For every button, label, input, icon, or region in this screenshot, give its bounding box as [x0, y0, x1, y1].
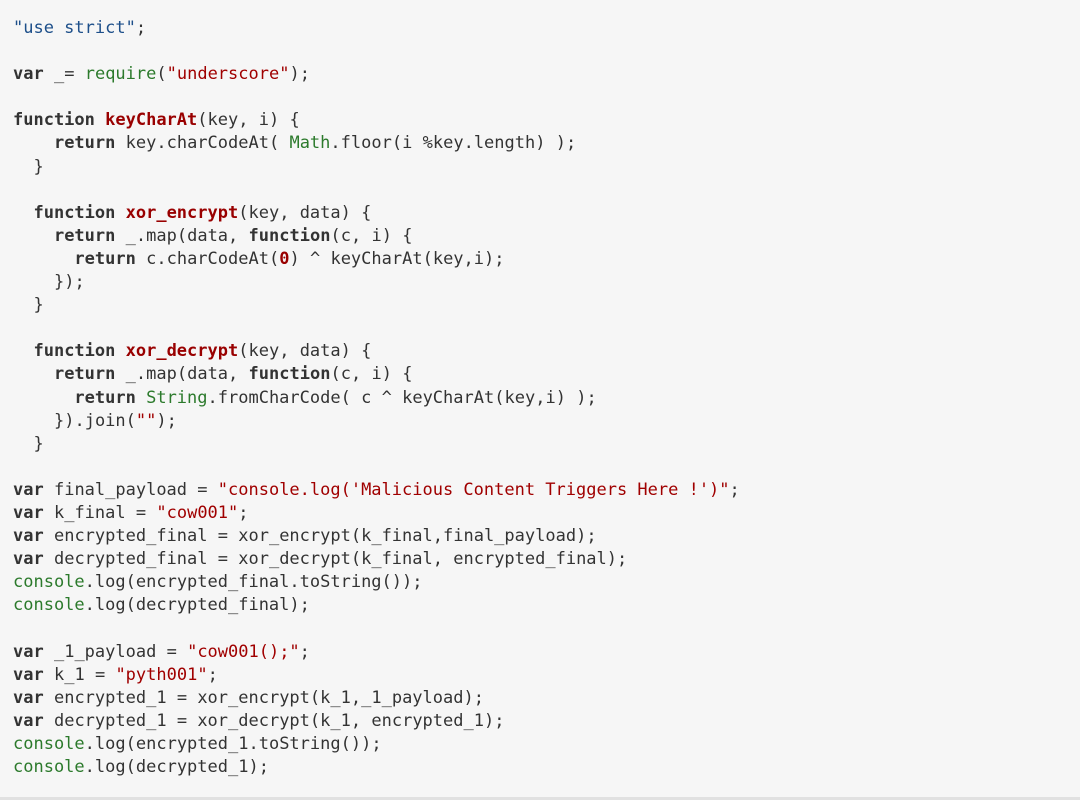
code-string: "console.log('Malicious Content Triggers…: [217, 479, 730, 500]
code-line: }: [33, 156, 44, 177]
code-line: "use strict";: [13, 18, 147, 38]
code-line: console.log(decrypted_final);: [13, 595, 310, 616]
code-line: return c.charCodeAt(0) ^ keyCharAt(key,i…: [74, 248, 505, 269]
code-keyword: return: [53, 133, 116, 154]
code-line: console.log(encrypted_final.toString());: [13, 572, 423, 593]
code-function-name: xor_encrypt: [125, 202, 239, 223]
code-keyword: var: [13, 687, 44, 708]
code-line: [13, 40, 1080, 63]
code-line: var decrypted_1 = xor_decrypt(k_1, encry…: [13, 710, 505, 731]
code-builtin: Math: [289, 133, 331, 154]
code-line: var encrypted_final = xor_encrypt(k_fina…: [13, 526, 597, 547]
code-keyword: var: [13, 64, 44, 85]
code-keyword: function: [248, 225, 331, 246]
code-string: "": [135, 410, 157, 431]
code-line: console.log(decrypted_1);: [13, 757, 269, 777]
code-keyword: return: [53, 364, 116, 385]
code-line: var k_final = "cow001";: [13, 502, 249, 523]
code-line: return _.map(data, function(c, i) {: [53, 225, 413, 246]
code-keyword: return: [53, 225, 116, 246]
code-line: var k_1 = "pyth001";: [13, 664, 218, 685]
code-line: function keyCharAt(key, i) {: [13, 110, 300, 131]
code-line: return key.charCodeAt( Math.floor(i %key…: [53, 133, 577, 154]
code-string: "pyth001": [115, 664, 208, 685]
code-string: "cow001": [156, 502, 239, 523]
code-line: var final_payload = "console.log('Malici…: [13, 479, 740, 500]
code-line: });: [53, 272, 85, 293]
code-keyword: var: [13, 526, 44, 547]
code-keyword: var: [13, 710, 44, 731]
code-line: return String.fromCharCode( c ^ keyCharA…: [74, 387, 597, 408]
code-builtin: console: [13, 595, 85, 616]
code-builtin: console: [13, 572, 85, 593]
code-line: [13, 617, 1080, 640]
code-string: "cow001();": [187, 641, 300, 662]
code-builtin: String: [146, 387, 208, 408]
code-keyword: return: [74, 248, 136, 269]
code-builtin: console: [13, 733, 85, 754]
code-keyword: var: [13, 502, 44, 523]
code-keyword: var: [13, 641, 44, 662]
code-keyword: var: [13, 479, 44, 500]
code-line: }: [33, 433, 44, 454]
code-line: [13, 317, 1080, 340]
code-line: function xor_decrypt(key, data) {: [33, 341, 372, 362]
code-string: "use strict": [13, 18, 136, 38]
code-line: return _.map(data, function(c, i) {: [53, 364, 413, 385]
code-line: }).join("");: [53, 410, 177, 431]
code-line: [13, 179, 1080, 202]
code-keyword: return: [74, 387, 136, 408]
code-number: 0: [279, 248, 290, 269]
code-line: }: [33, 295, 44, 316]
code-keyword: var: [13, 664, 44, 685]
code-builtin: console: [13, 757, 85, 777]
code-builtin: require: [84, 64, 157, 85]
code-keyword: function: [13, 110, 95, 131]
code-keyword: function: [248, 364, 331, 385]
code-line: var decrypted_final = xor_decrypt(k_fina…: [13, 549, 628, 570]
code-function-name: xor_decrypt: [125, 341, 239, 362]
code-keyword: function: [33, 202, 116, 223]
code-keyword: function: [33, 341, 116, 362]
code-line: [13, 456, 1080, 479]
code-line: var _= require("underscore");: [13, 64, 310, 85]
code-keyword: var: [13, 549, 44, 570]
code-line: function xor_encrypt(key, data) {: [33, 202, 372, 223]
code-string: "underscore": [166, 64, 290, 85]
code-line: console.log(encrypted_1.toString());: [13, 733, 382, 754]
code-line: var encrypted_1 = xor_encrypt(k_1,_1_pay…: [13, 687, 484, 708]
code-function-name: keyCharAt: [105, 110, 198, 131]
code-line: var _1_payload = "cow001();";: [13, 641, 310, 662]
code-line: [13, 86, 1080, 109]
